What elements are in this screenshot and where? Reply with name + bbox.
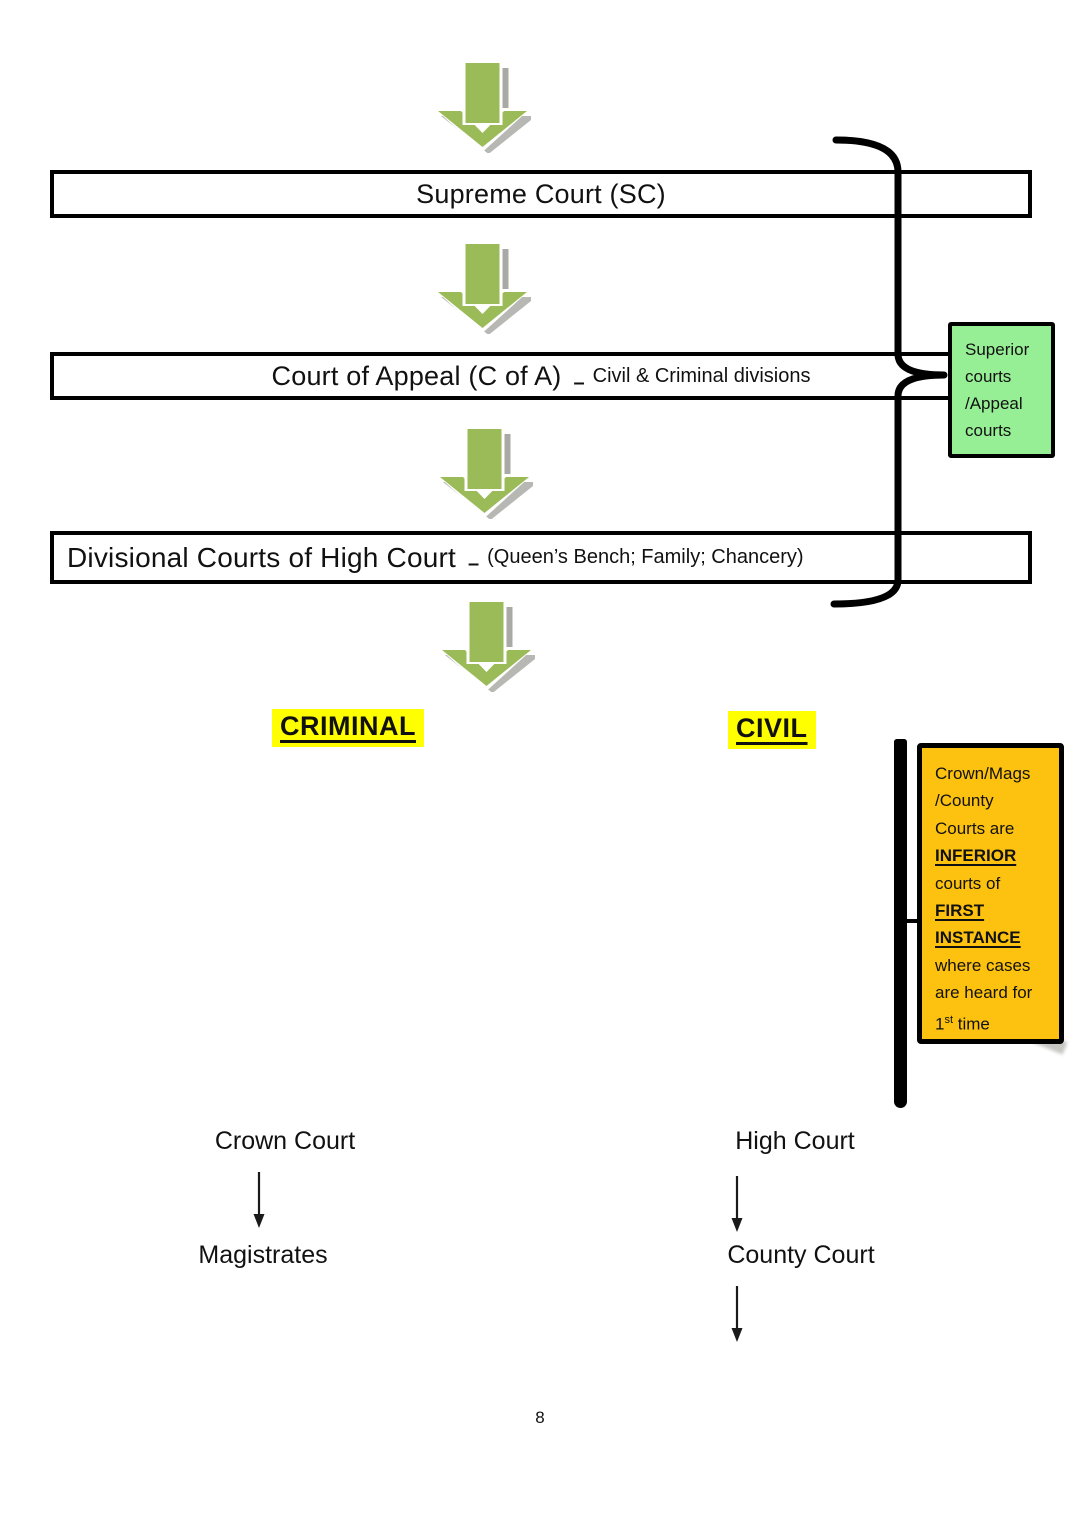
dash-separator: –: [468, 553, 480, 575]
inferior-courts-note: Crown/Mags /County Courts are INFERIOR c…: [917, 743, 1064, 1044]
down-arrow-icon: [438, 600, 535, 692]
supreme-court-title: Supreme Court (SC): [416, 178, 666, 209]
inferior-note-line: FIRST: [935, 901, 985, 921]
inferior-note-line: /County: [935, 791, 994, 811]
superior-note-line: courts: [965, 421, 1012, 440]
inferior-note-line: INSTANCE: [935, 928, 1021, 948]
court-of-appeal-annotation: Civil & Criminal divisions: [592, 364, 811, 387]
high-court-label: High Court: [735, 1127, 855, 1155]
inferior-courts-bar: [894, 739, 907, 1108]
inferior-note-line: Courts are: [935, 818, 1015, 838]
inferior-note-line: courts of: [935, 873, 1001, 893]
court-of-appeal-title: Court of Appeal (C of A): [271, 360, 562, 391]
inferior-courts-bar-tick: [905, 919, 919, 923]
down-arrow-icon: [434, 242, 531, 334]
down-arrow-icon: [253, 1172, 265, 1228]
superior-note-line: /Appeal: [965, 394, 1023, 413]
magistrates-label: Magistrates: [198, 1241, 328, 1269]
court-of-appeal-box: Court of Appeal (C of A) – Civil & Crimi…: [50, 352, 1032, 400]
down-arrow-icon: [434, 61, 531, 153]
divisional-courts-box: Divisional Courts of High Court – (Queen…: [50, 531, 1032, 584]
down-arrow-icon: [436, 427, 533, 519]
superior-note-line: Superior: [965, 340, 1030, 359]
page-number: 8: [535, 1408, 545, 1427]
divisional-courts-title: Divisional Courts of High Court: [67, 541, 457, 573]
inferior-note-line: where cases: [935, 955, 1031, 975]
civil-section-label: CIVIL: [728, 711, 816, 749]
inferior-note-line: Crown/Mags: [935, 764, 1031, 783]
superior-note-line: courts: [965, 367, 1012, 386]
superior-courts-brace-icon: [830, 136, 948, 608]
county-court-label: County Court: [727, 1241, 875, 1269]
supreme-court-box: Supreme Court (SC): [50, 170, 1032, 218]
inferior-note-line: are heard for: [935, 983, 1033, 1003]
divisional-courts-annotation: (Queen’s Bench; Family; Chancery): [487, 546, 804, 568]
inferior-note-line: 1st time: [935, 1013, 990, 1034]
superior-courts-note: Superior courts /Appeal courts: [948, 322, 1055, 458]
inferior-note-line: INFERIOR: [935, 846, 1017, 866]
down-arrow-icon: [731, 1286, 743, 1342]
crown-court-label: Crown Court: [214, 1127, 356, 1155]
down-arrow-icon: [731, 1176, 743, 1232]
criminal-section-label: CRIMINAL: [272, 709, 424, 747]
dash-separator: –: [573, 371, 585, 394]
